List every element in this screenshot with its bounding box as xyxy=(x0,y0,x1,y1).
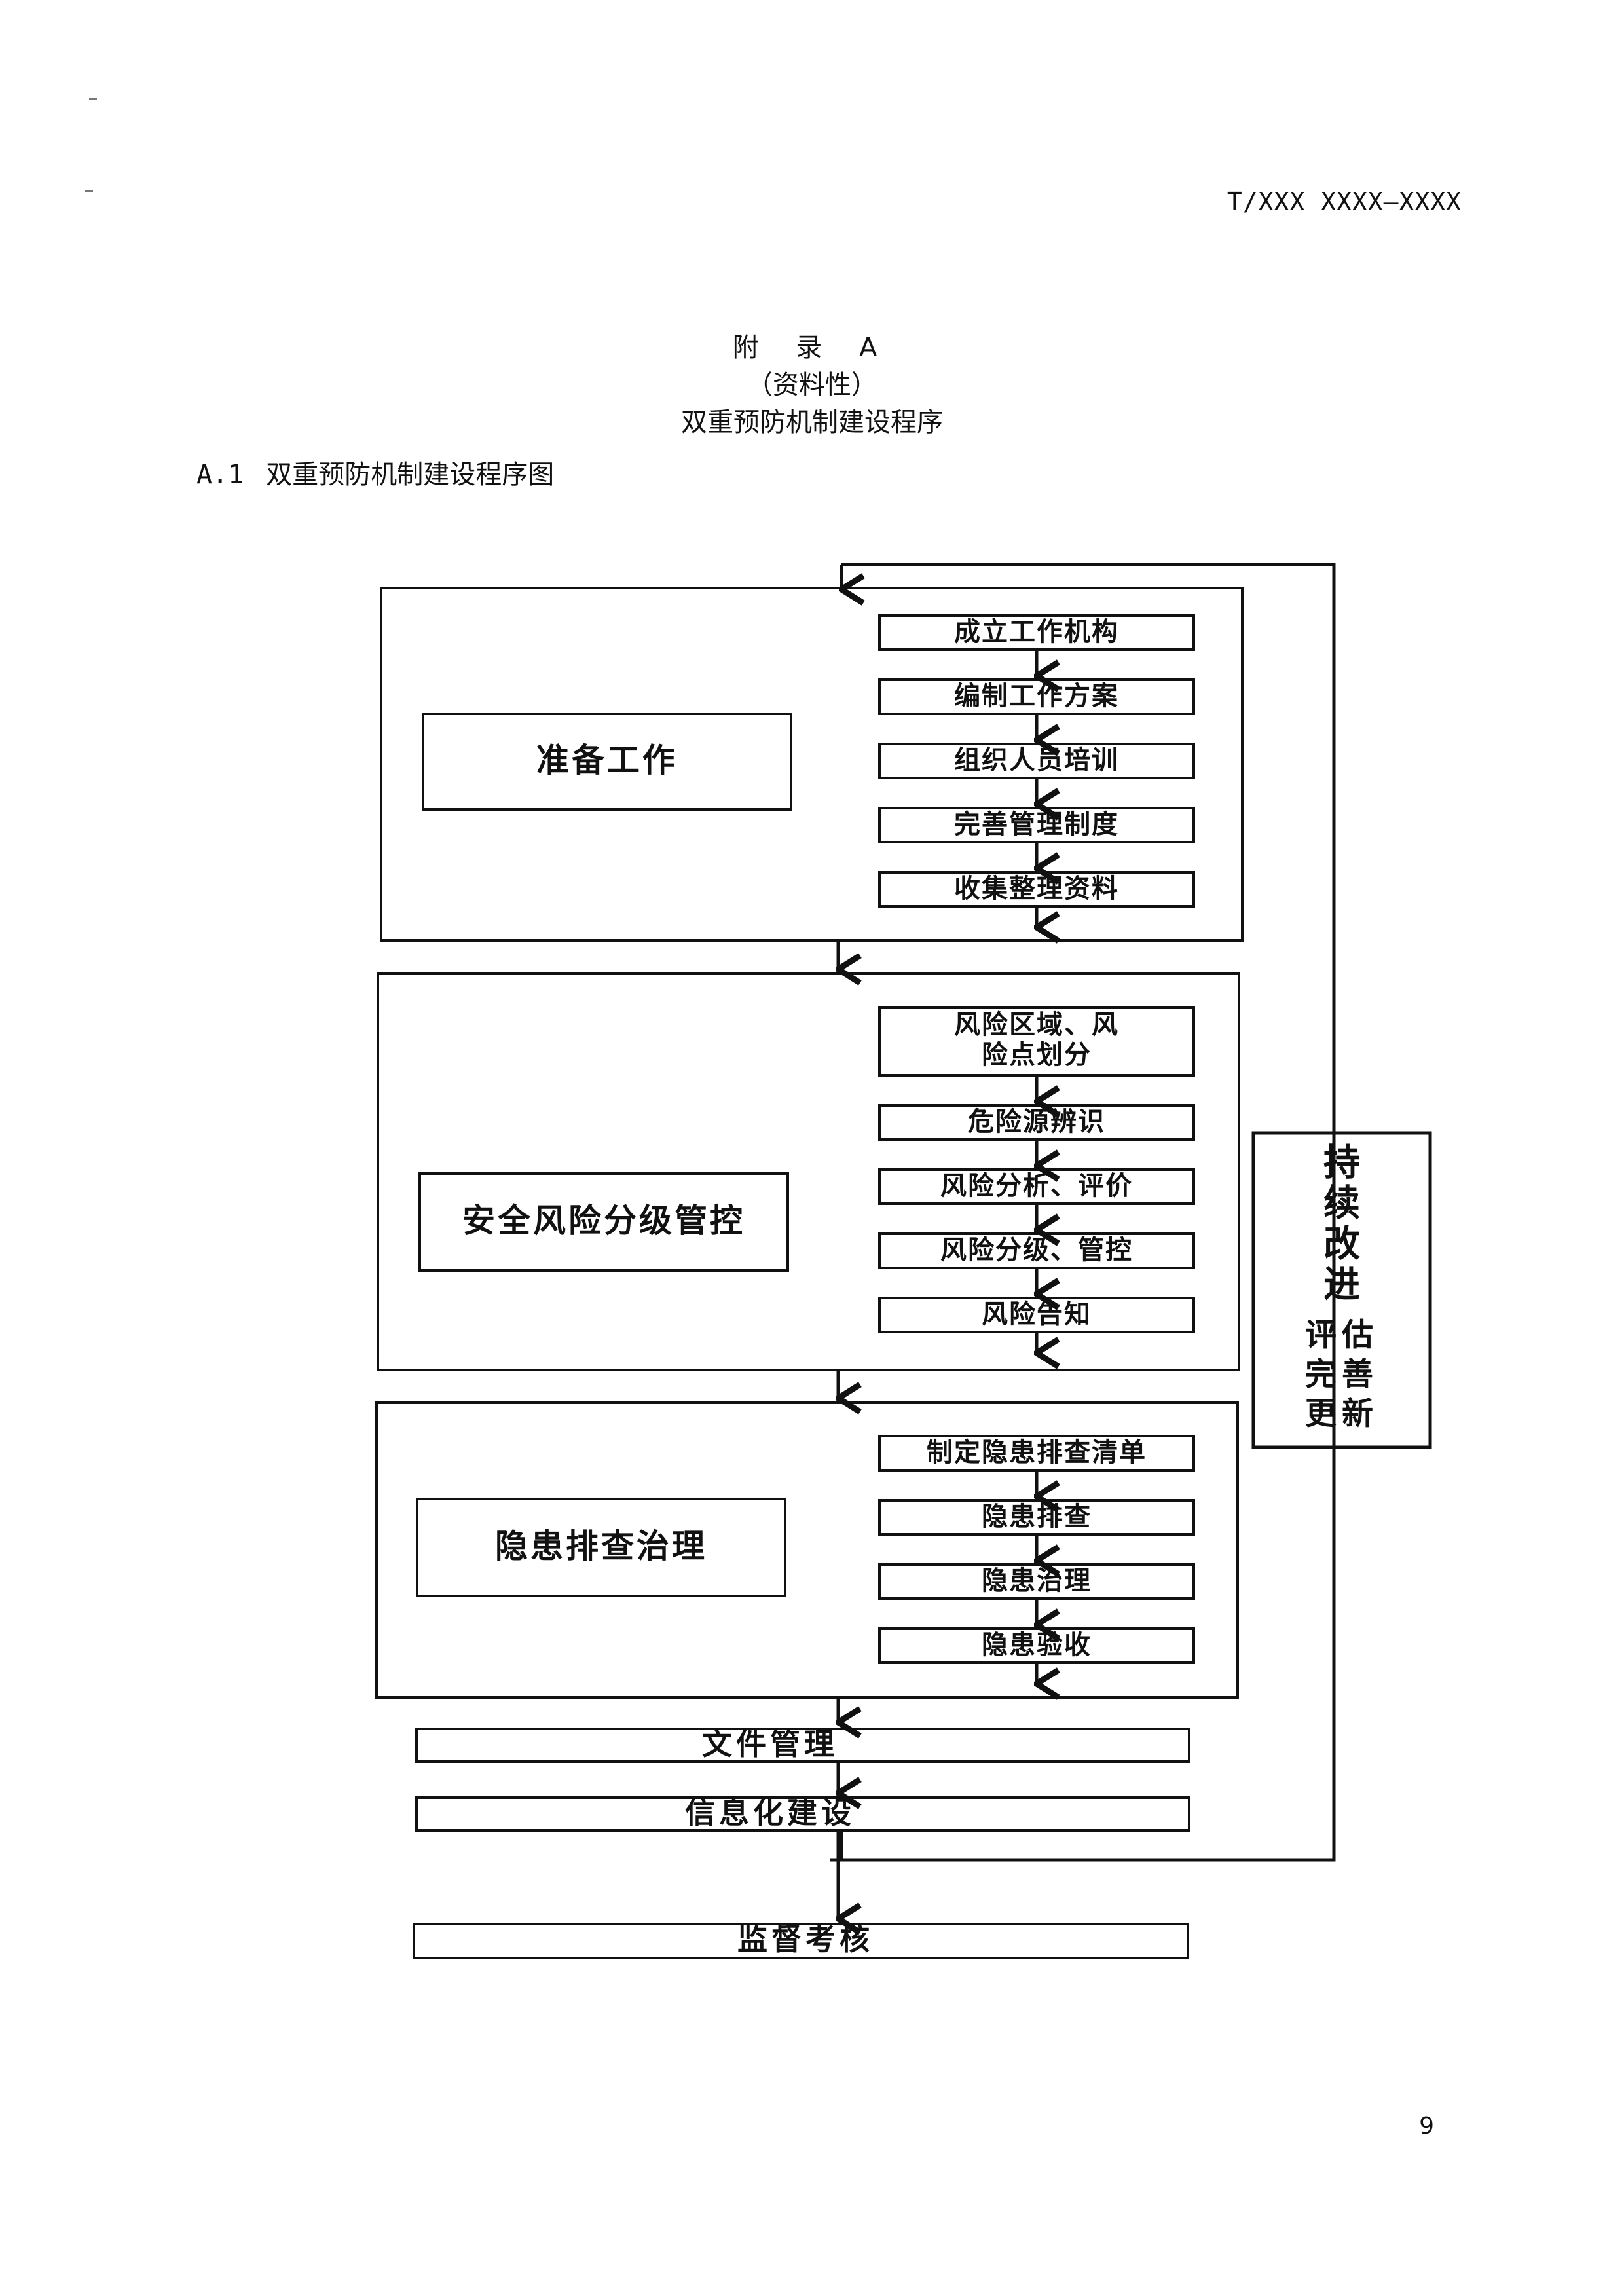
step-label: 风险告知 xyxy=(982,1299,1092,1329)
process-bar xyxy=(415,1796,1190,1832)
step-label: 编制工作方案 xyxy=(954,680,1119,711)
phase-container xyxy=(375,1401,1239,1699)
phase-label: 准备工作 xyxy=(536,741,678,779)
final-label: 监督考核 xyxy=(737,1921,874,1957)
final-box xyxy=(413,1923,1189,1959)
scan-mark xyxy=(89,98,97,100)
appendix-title: 附 录 A xyxy=(732,333,892,363)
phase-label: 隐患排查治理 xyxy=(495,1527,707,1565)
phase-label: 安全风险分级管控 xyxy=(462,1201,745,1240)
phase-label-box xyxy=(422,713,792,811)
step-label: 隐患治理 xyxy=(982,1565,1092,1596)
step-label: 风险分级、管控 xyxy=(940,1234,1133,1265)
appendix-type: （资料性） xyxy=(747,370,877,400)
step-label: 成立工作机构 xyxy=(954,616,1119,647)
feedback-box xyxy=(1251,1131,1432,1449)
process-bar-label: 文件管理 xyxy=(702,1726,838,1762)
section-number: A.1 xyxy=(196,460,244,490)
process-bar xyxy=(415,1728,1190,1763)
section-heading: A.1 双重预防机制建设程序图 xyxy=(196,453,554,491)
step-label: 风险分析、评价 xyxy=(940,1170,1133,1201)
step-label: 完善管理制度 xyxy=(954,809,1119,840)
feedback-subtitle-line: 完善 xyxy=(1305,1356,1378,1393)
feedback-loop-line xyxy=(830,563,1336,1862)
feedback-title-char: 续 xyxy=(1323,1182,1360,1225)
process-bar-label: 信息化建设 xyxy=(685,1795,855,1830)
phase-container xyxy=(377,972,1240,1371)
step-label: 隐患验收 xyxy=(982,1629,1092,1660)
feedback-subtitle-line: 评估 xyxy=(1305,1317,1378,1354)
step-label: 组织人员培训 xyxy=(954,745,1119,775)
step-label: 制定隐患排查清单 xyxy=(927,1437,1147,1468)
step-label: 风险区域、风 xyxy=(954,1009,1119,1040)
step-label: 收集整理资料 xyxy=(954,873,1119,904)
phase-container xyxy=(380,587,1244,942)
appendix-name: 双重预防机制建设程序 xyxy=(681,407,943,437)
feedback-title-char: 进 xyxy=(1323,1263,1360,1306)
feedback-title-char: 持 xyxy=(1323,1141,1360,1185)
feedback-subtitle-line: 更新 xyxy=(1305,1396,1378,1432)
phase-label-box xyxy=(416,1498,786,1597)
feedback-title-char: 改 xyxy=(1323,1223,1360,1266)
phase-label-box xyxy=(418,1172,789,1272)
step-label: 危险源辨识 xyxy=(968,1106,1105,1137)
step-label: 隐患排查 xyxy=(982,1501,1092,1532)
document-code: T/XXX XXXX—XXXX xyxy=(1227,187,1462,216)
scan-mark xyxy=(85,190,93,192)
page-number: 9 xyxy=(1419,2113,1434,2139)
step-label: 险点划分 xyxy=(982,1039,1092,1070)
section-title: 双重预防机制建设程序图 xyxy=(266,460,555,490)
